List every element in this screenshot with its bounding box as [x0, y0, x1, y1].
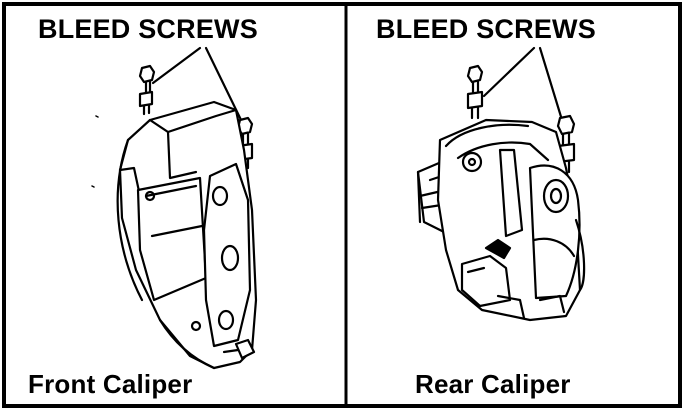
front-caliper-illustration [91, 46, 258, 370]
front-caliper-caption: Front Caliper [28, 369, 193, 399]
rear-title-label: BLEED SCREWS [376, 14, 596, 44]
front-bleed-screw-1 [138, 64, 156, 116]
front-title-label: BLEED SCREWS [38, 14, 258, 44]
rear-bleed-screw-1 [466, 64, 484, 120]
outer-border [2, 2, 682, 408]
rear-caliper-caption: Rear Caliper [415, 369, 571, 399]
rear-caliper-illustration [416, 46, 586, 322]
